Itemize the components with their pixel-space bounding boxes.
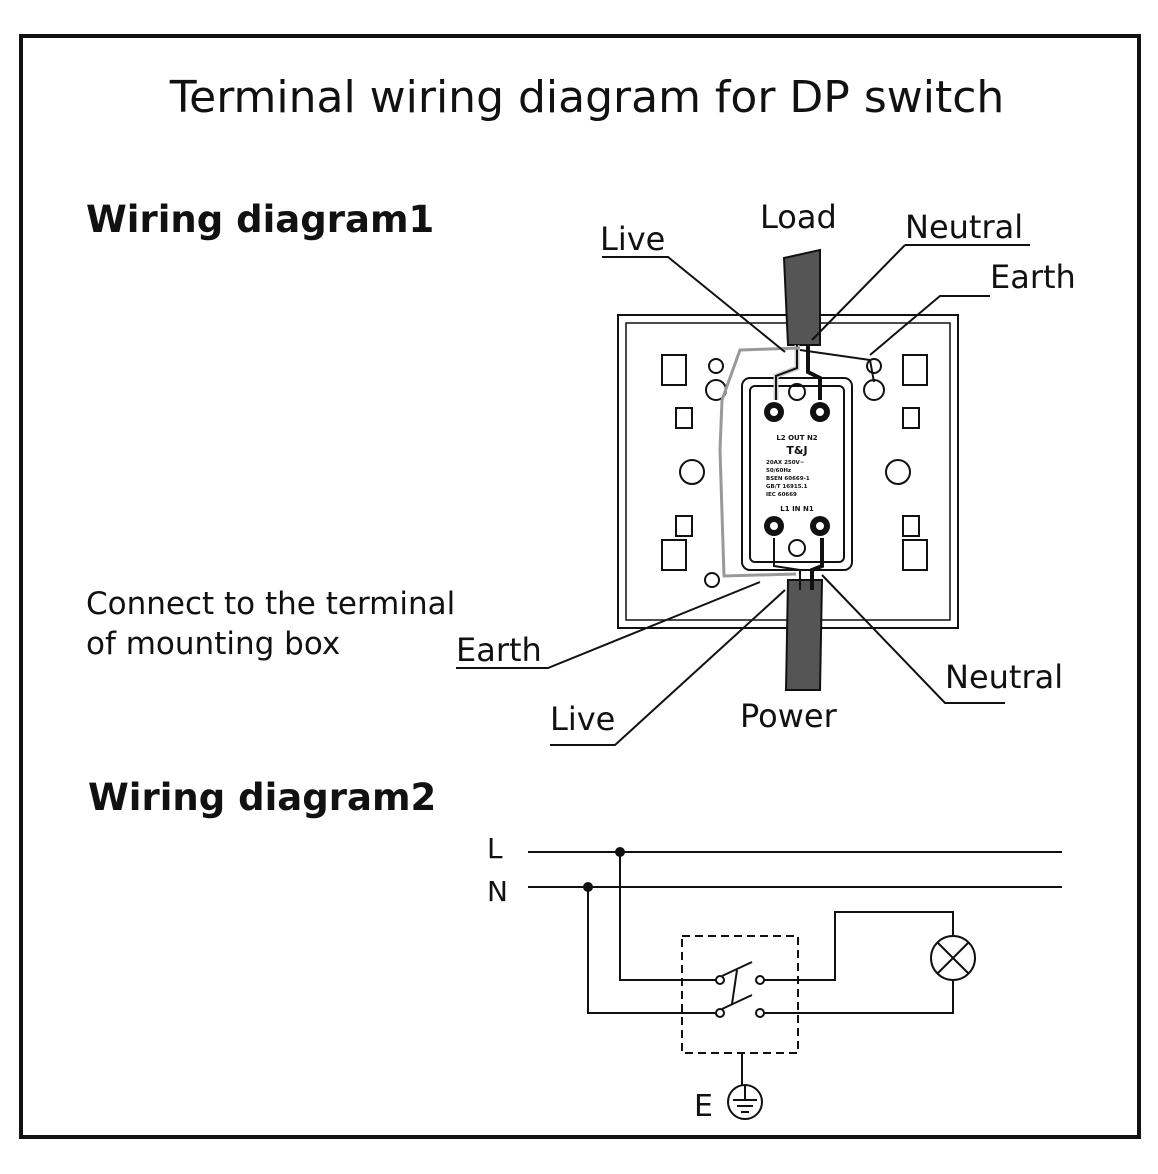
label-load: Load [760, 198, 837, 236]
page-title: Terminal wiring diagram for DP switch [169, 72, 1005, 123]
svg-text:50/60Hz: 50/60Hz [766, 468, 791, 474]
svg-text:L2 OUT N2: L2 OUT N2 [776, 434, 817, 442]
diagram1-heading: Wiring diagram1 [86, 198, 434, 241]
svg-text:IEC 60669: IEC 60669 [766, 492, 797, 498]
label-live-top: Live [600, 220, 665, 258]
svg-text:BSEN 60669-1: BSEN 60669-1 [766, 476, 810, 482]
label-earth-bottom: Earth [456, 631, 542, 669]
label-power: Power [740, 697, 838, 735]
svg-text:L1 IN N1: L1 IN N1 [780, 505, 814, 513]
label-neutral-top: Neutral [905, 208, 1023, 246]
label-neutral-n: N [487, 875, 508, 908]
label-neutral-bottom: Neutral [945, 658, 1063, 696]
label-earth-e: E [694, 1089, 713, 1124]
frame-border [19, 34, 1141, 1139]
label-line-l: L [487, 832, 503, 865]
svg-text:T&J: T&J [786, 444, 807, 457]
label-earth-top: Earth [990, 258, 1076, 296]
schematic [528, 847, 1062, 1120]
diagram2-heading: Wiring diagram2 [88, 776, 436, 819]
leader-lines [456, 244, 1030, 746]
label-connect-line2: of mounting box [86, 626, 340, 662]
svg-text:20AX 250V~: 20AX 250V~ [766, 460, 805, 466]
svg-text:GB/T 16915.1: GB/T 16915.1 [766, 484, 808, 490]
label-live-bottom: Live [550, 700, 615, 738]
switch-marking: L2 OUT N2 T&J 20AX 250V~ 50/60Hz BSEN 60… [766, 434, 818, 513]
cables [718, 248, 875, 691]
earth-icon [727, 1084, 763, 1120]
label-connect-line1: Connect to the terminal [86, 586, 455, 622]
